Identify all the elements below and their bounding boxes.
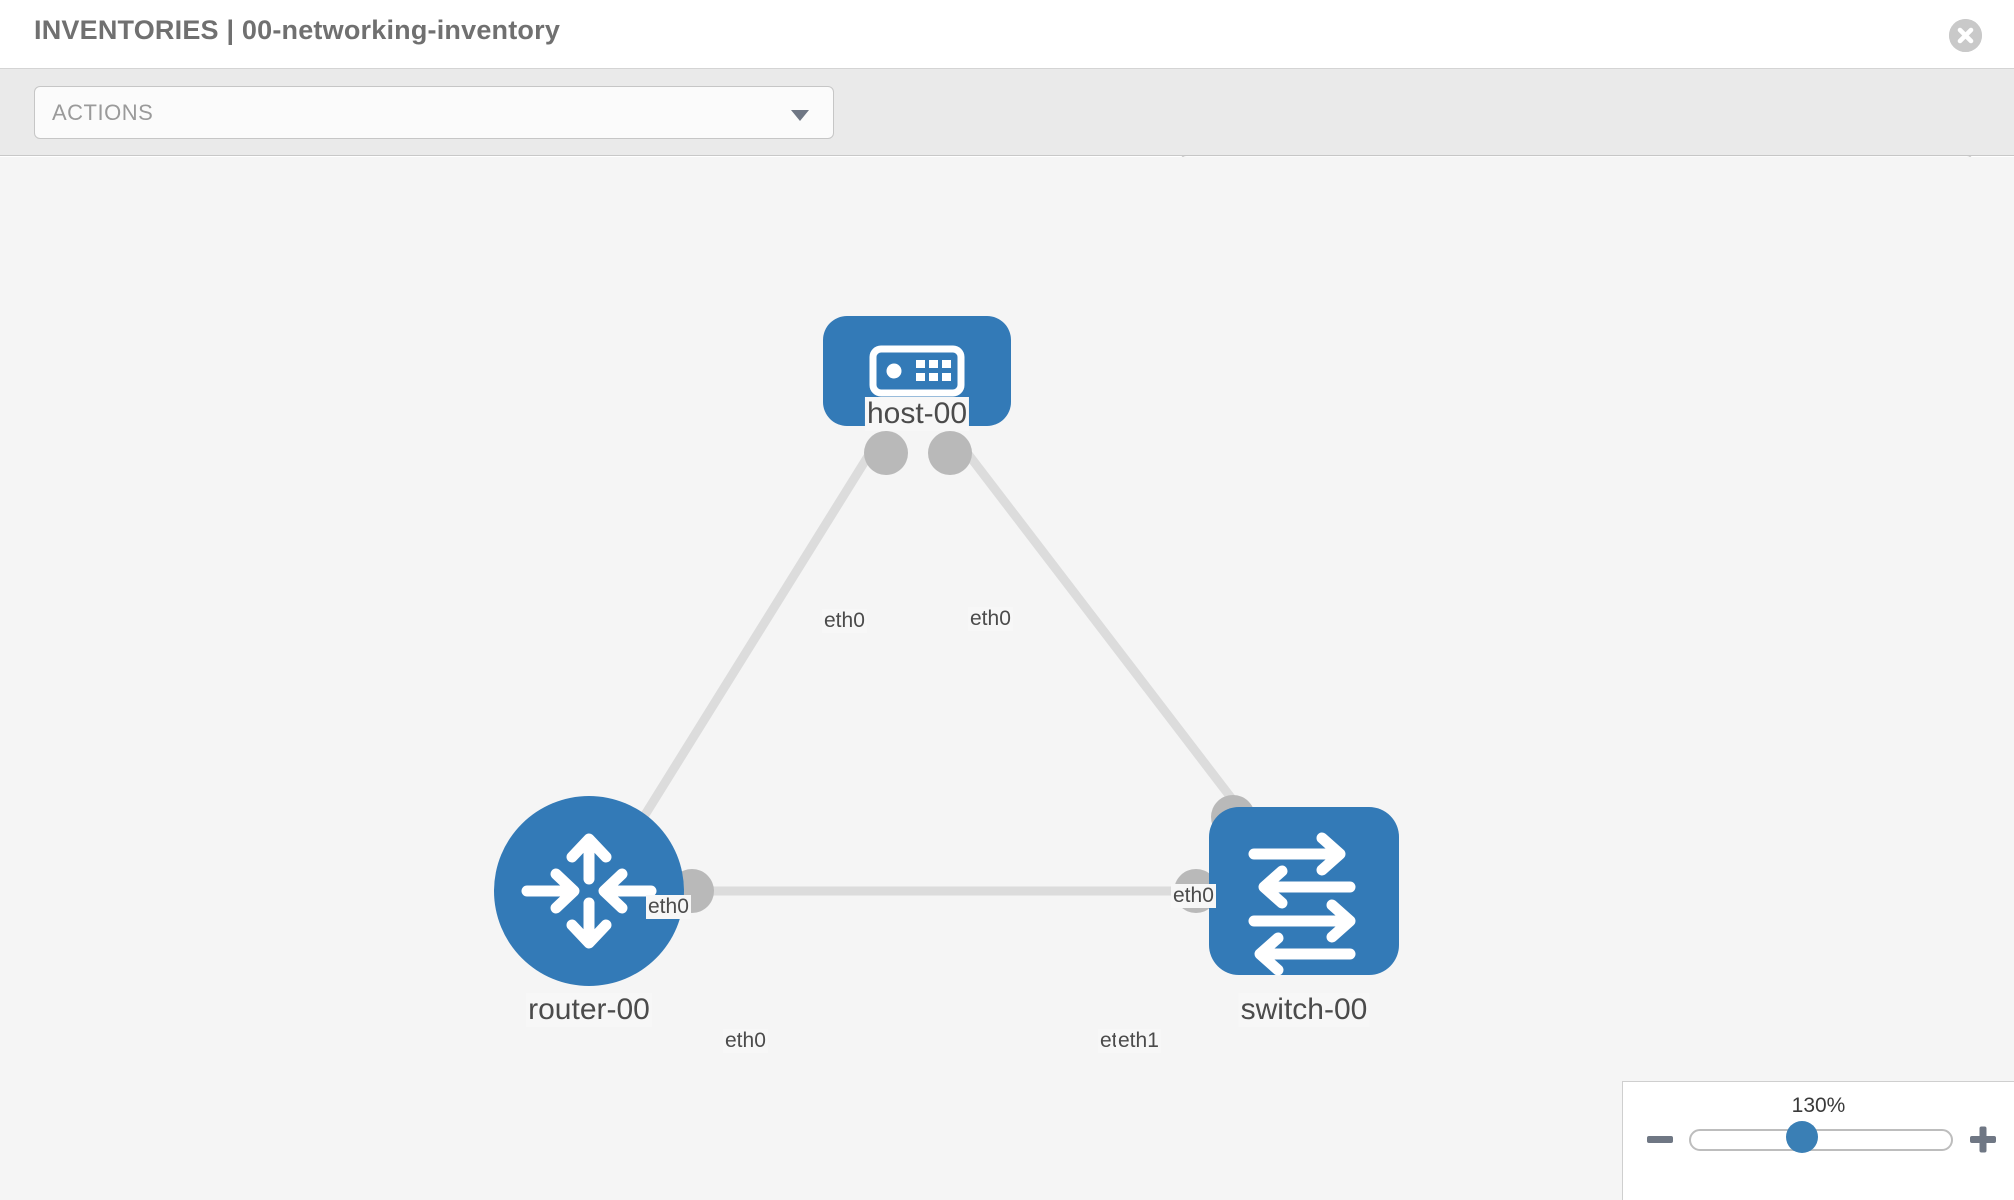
page-title: INVENTORIES | 00-networking-inventory: [34, 15, 561, 45]
zoom-control-panel: 130%: [1622, 1081, 2014, 1200]
actions-dropdown-label: ACTIONS: [52, 100, 154, 125]
zoom-slider-track[interactable]: [1689, 1129, 1953, 1151]
switch-arrows-icon: [1248, 832, 1356, 976]
node-label-switch-00: switch-00: [1238, 993, 1370, 1027]
edge-label-router00-eth0: eth0: [723, 1029, 768, 1053]
edge-label-host00-eth0-left: eth0: [822, 609, 867, 633]
page-header: INVENTORIES | 00-networking-inventory: [0, 0, 2014, 69]
edge-label-switch00-eth1: eth1: [1116, 1029, 1161, 1053]
actions-dropdown[interactable]: ACTIONS: [34, 86, 834, 139]
topology-graph: [494, 316, 1399, 986]
chevron-down-icon: [791, 110, 809, 121]
port-host00-eth0-right: [928, 431, 972, 475]
router-arrows-icon: [521, 833, 657, 949]
server-appliance-icon: [869, 345, 965, 397]
edge-label-switch00-eth0-uplink: eth0: [1171, 884, 1216, 908]
topology-links: [620, 432, 1260, 896]
node-label-router-00: router-00: [526, 993, 652, 1027]
plus-icon[interactable]: [1968, 1124, 1998, 1154]
zoom-percent-label: 130%: [1791, 1094, 1846, 1117]
minus-icon[interactable]: [1645, 1124, 1675, 1154]
zoom-slider-thumb[interactable]: [1786, 1121, 1818, 1153]
edge-label-host00-eth0-right: eth0: [968, 607, 1013, 631]
node-router-00: [494, 796, 684, 986]
node-switch-00: [1209, 807, 1399, 976]
port-host00-eth0-left: [864, 431, 908, 475]
close-icon[interactable]: [1949, 19, 1982, 52]
topology-canvas[interactable]: host-00 router-00 switch-00 eth0 eth0 et…: [0, 157, 2014, 1200]
toolbar: ACTIONS SEARCH: [0, 69, 2014, 208]
node-label-host-00: host-00: [864, 397, 970, 431]
link-host00-router00: [620, 432, 885, 852]
topology-ports: [670, 431, 1255, 913]
edge-label-router00-eth0-uplink: eth0: [646, 895, 691, 919]
link-host00-switch00: [950, 432, 1260, 834]
